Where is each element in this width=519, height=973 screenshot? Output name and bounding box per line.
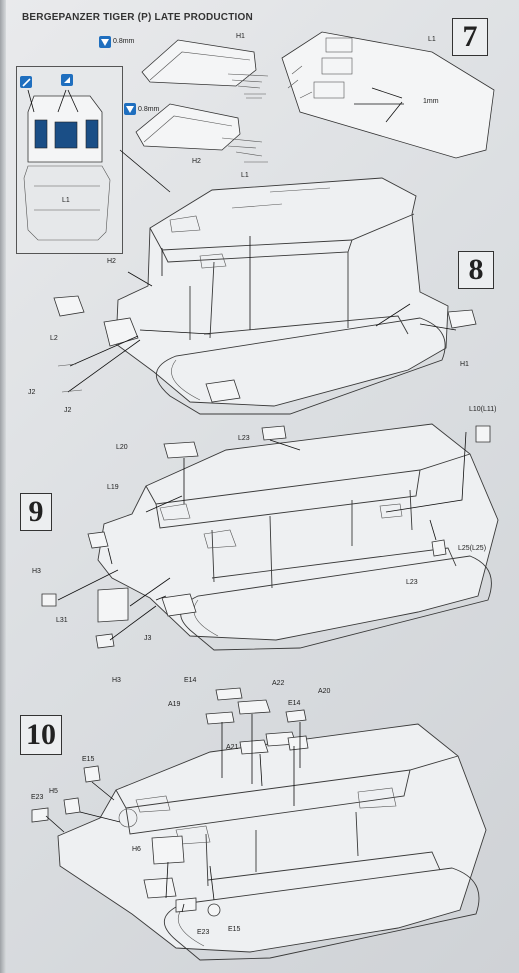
part-label: L1	[241, 172, 249, 179]
part-label: E15	[82, 756, 95, 763]
part-label: A21	[226, 744, 239, 751]
part-label: H3	[112, 677, 121, 684]
part-label: J2	[28, 389, 36, 396]
part-label: H5	[49, 788, 58, 795]
part-label: E23	[31, 794, 44, 801]
part-label: A19	[168, 701, 181, 708]
part-label: H2	[192, 158, 201, 165]
drill-icon	[124, 103, 136, 115]
step-7-badge: 7	[452, 18, 488, 56]
part-label: L20	[116, 444, 128, 451]
part-label: E15	[228, 926, 241, 933]
part-label: A22	[272, 680, 285, 687]
part-label: L10(L11)	[469, 406, 497, 413]
part-label: L2	[50, 335, 58, 342]
part-label: L19	[107, 484, 119, 491]
step-9-badge: 9	[20, 493, 52, 531]
part-label: H6	[132, 846, 141, 853]
drill-note-h2: 0.8mm	[138, 106, 160, 113]
drill-note-h1: 0.8mm	[113, 38, 135, 45]
step-10-badge: 10	[20, 715, 62, 755]
step-8-badge: 8	[458, 251, 494, 289]
part-label: E14	[288, 700, 301, 707]
paint-icon	[20, 76, 32, 88]
page-edge-shadow	[0, 0, 6, 973]
part-label: L1	[62, 197, 70, 204]
part-label: E14	[184, 677, 197, 684]
part-label: L23	[238, 435, 250, 442]
part-label: L23	[406, 579, 418, 586]
part-label: H1	[460, 361, 469, 368]
part-label: J2	[64, 407, 72, 414]
drill-icon	[99, 36, 111, 48]
page-title: BERGEPANZER TIGER (P) LATE PRODUCTION	[22, 12, 253, 23]
drill-note-l1: 1mm	[423, 98, 439, 105]
part-label: H2	[107, 258, 116, 265]
part-label: L1	[428, 36, 436, 43]
part-label: J3	[144, 635, 152, 642]
part-label: H3	[32, 568, 41, 575]
part-label: E23	[197, 929, 210, 936]
glue-icon	[61, 74, 73, 86]
part-label: L31	[56, 617, 68, 624]
part-label: L25(L25)	[458, 545, 487, 552]
part-label: A20	[318, 688, 331, 695]
part-label: H1	[236, 33, 245, 40]
